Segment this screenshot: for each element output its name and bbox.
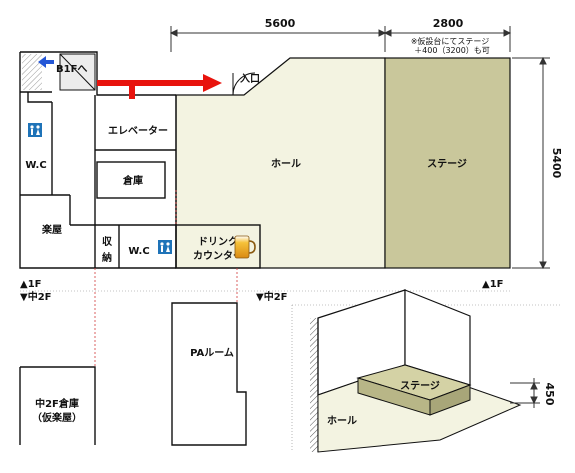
wc-left-label: W.C (25, 160, 46, 171)
hall-width-label: 5600 (265, 17, 296, 30)
wc-icon-mid (158, 240, 172, 254)
mezz-storage-outline (19, 366, 96, 445)
closet-label-2: 納 (102, 251, 112, 264)
pa-room-label: PAルーム (190, 347, 234, 359)
elevator-label: エレベーター (108, 125, 168, 137)
storage-label: 倉庫 (122, 174, 143, 187)
dimension-stage-width (383, 26, 512, 52)
pa-room-outline (171, 302, 247, 446)
floor-m2f-left: ▼中2F (20, 290, 51, 303)
beer-icon (234, 235, 256, 259)
stage-height-label: 450 (543, 383, 556, 406)
iso-hall-label: ホール (327, 415, 357, 427)
stage-note-line-2: ＋400（3200）も可 (414, 46, 490, 55)
floor-1f-left: ▲1F (20, 279, 41, 290)
floor-m2f-center: ▼中2F (256, 290, 287, 303)
floor-1f-right: ▲1F (482, 279, 503, 290)
dimension-stage-height (510, 378, 540, 408)
dimension-depth (512, 56, 550, 270)
stage-label: ステージ (427, 158, 467, 170)
stage-width-label: 2800 (433, 17, 464, 30)
wc-mid-label: W.C (128, 246, 149, 257)
drink-counter-label-1: ドリンク (198, 236, 238, 248)
stairwell (22, 54, 42, 90)
drink-counter-label-2: カウンター (193, 250, 243, 262)
wc-icon-left (28, 123, 42, 137)
hall-label: ホール (271, 158, 301, 170)
stage-note-line-1: ※仮設台にてステージ (411, 36, 490, 46)
mezz-storage-label-1: 中2F倉庫 (35, 397, 79, 410)
entrance-arrow-icon (97, 74, 222, 99)
dressing-room-label: 楽屋 (41, 223, 62, 236)
depth-label: 5400 (550, 148, 563, 179)
stage-area (384, 57, 511, 269)
iso-stage-label: ステージ (400, 380, 440, 392)
dimension-hall-width (169, 26, 387, 52)
closet-label-1: 収 (102, 236, 113, 248)
building-walls (19, 51, 261, 269)
mezz-storage-label-2: （仮楽屋） (32, 411, 82, 424)
blue-arrow-icon (38, 56, 54, 68)
entrance-label: 入口 (240, 73, 260, 85)
b1f-label: B1Fへ (56, 64, 87, 75)
iso-stage (356, 364, 472, 416)
